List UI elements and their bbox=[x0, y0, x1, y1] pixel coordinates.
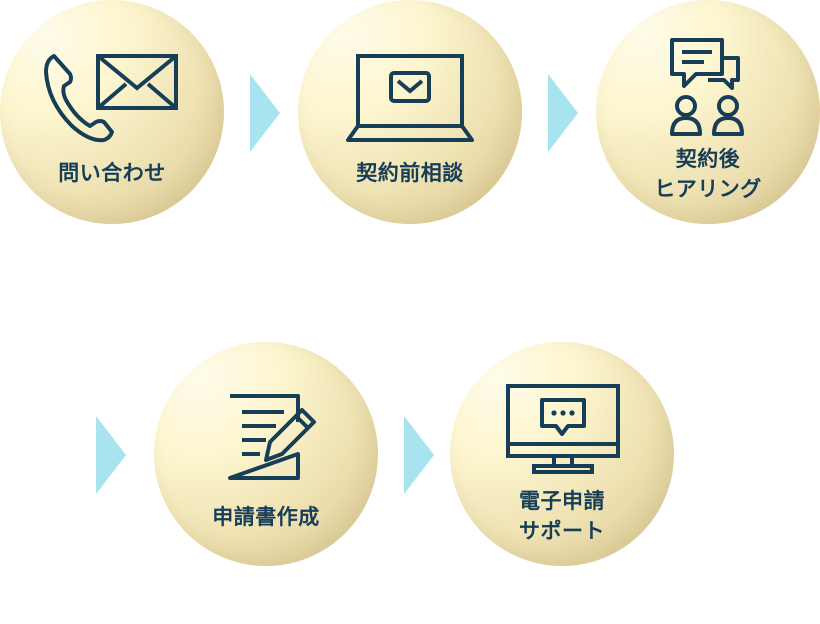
step-inquiry: 問い合わせ bbox=[0, 0, 224, 224]
step-label: 問い合わせ bbox=[0, 158, 224, 188]
monitor-chat-icon bbox=[506, 384, 620, 474]
step-e-filing-support: 電子申請 サポート bbox=[450, 342, 674, 566]
step-label-line2: ヒアリング bbox=[654, 177, 762, 201]
step-label-line2: サポート bbox=[519, 519, 605, 543]
arrow-right-icon bbox=[250, 74, 280, 152]
step-application-drafting: 申請書作成 bbox=[154, 342, 378, 566]
arrow-right-icon bbox=[404, 416, 434, 494]
step-post-contract-hearing: 契約後 ヒアリング bbox=[596, 0, 820, 224]
step-label-line1: 電子申請 bbox=[519, 489, 605, 513]
phone-mail-icon bbox=[44, 54, 178, 143]
step-label-line1: 申請書作成 bbox=[212, 505, 320, 529]
arrow-right-icon bbox=[548, 74, 578, 152]
step-label: 契約後 ヒアリング bbox=[596, 144, 820, 204]
laptop-mail-icon bbox=[346, 54, 474, 142]
step-label: 申請書作成 bbox=[154, 502, 378, 532]
step-label-line1: 契約前相談 bbox=[356, 161, 464, 185]
conversation-icon bbox=[670, 38, 744, 136]
document-pen-icon bbox=[228, 394, 316, 480]
arrow-right-icon bbox=[96, 416, 126, 494]
step-label-line1: 契約後 bbox=[675, 147, 741, 171]
step-label: 契約前相談 bbox=[298, 158, 522, 188]
step-pre-contract-consultation: 契約前相談 bbox=[298, 0, 522, 224]
step-label: 電子申請 サポート bbox=[450, 486, 674, 546]
step-label-line1: 問い合わせ bbox=[58, 161, 166, 185]
